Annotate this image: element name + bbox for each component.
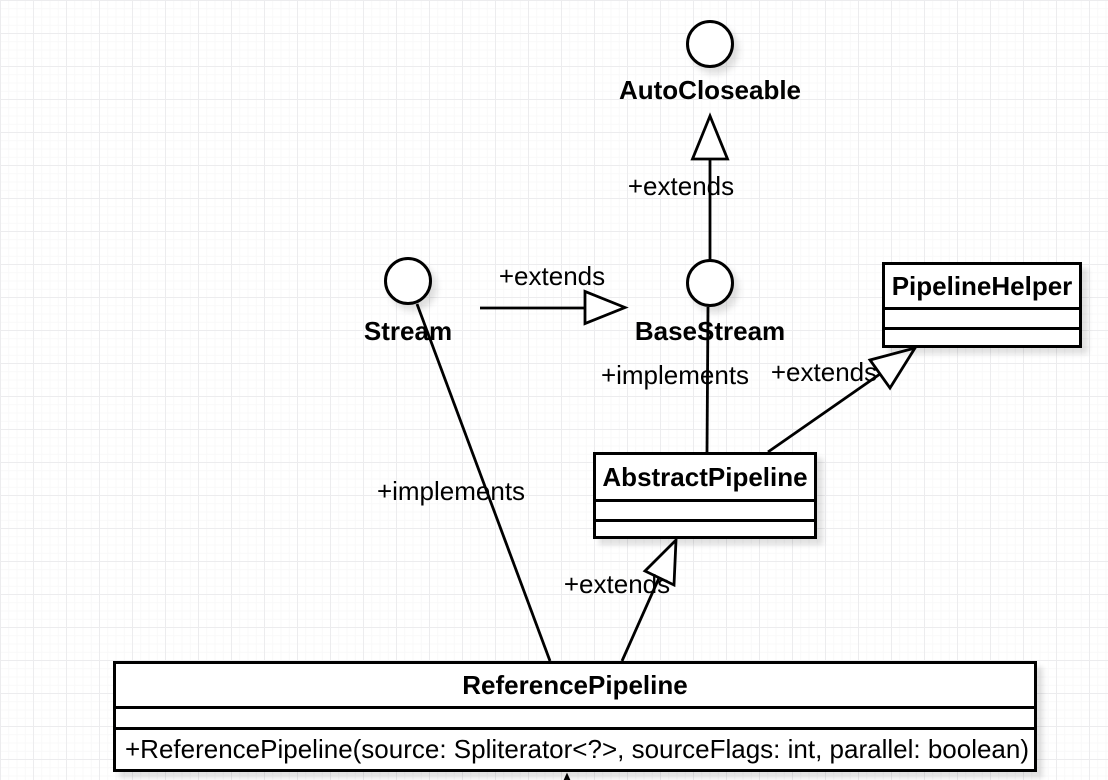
class-methods-abstractpipeline	[596, 522, 814, 536]
interface-node-basestream[interactable]	[686, 259, 734, 307]
class-title-referencepipeline: ReferencePipeline	[116, 664, 1034, 709]
interface-node-autocloseable[interactable]	[686, 20, 734, 68]
edge-label-abstractpipeline-extends[interactable]: +extends	[770, 357, 878, 388]
edge-label-stream-extends[interactable]: +extends	[498, 261, 606, 292]
generalization-arrowhead-basestream[interactable]	[583, 289, 629, 326]
edge-abstractpipeline-pipelinehelper[interactable]	[767, 372, 881, 454]
edge-label-referencepipeline-implements[interactable]: +implements	[376, 476, 526, 507]
generalization-arrowhead-abstractpipeline[interactable]	[642, 536, 678, 588]
class-abstractpipeline[interactable]: AbstractPipeline	[593, 452, 817, 539]
edge-label-referencepipeline-extends[interactable]: +extends	[563, 569, 671, 600]
class-referencepipeline[interactable]: ReferencePipeline +ReferencePipeline(sou…	[113, 661, 1037, 772]
interface-node-stream[interactable]	[384, 257, 432, 305]
class-pipelinehelper[interactable]: PipelineHelper	[882, 262, 1082, 348]
class-methods-pipelinehelper	[885, 330, 1079, 345]
edge-label-basestream-extends[interactable]: +extends	[627, 171, 735, 202]
edge-referencepipeline-abstractpipeline[interactable]	[620, 577, 661, 662]
class-attributes-abstractpipeline	[596, 502, 814, 522]
class-attributes-referencepipeline	[116, 709, 1034, 730]
edge-abstractpipeline-basestream[interactable]	[705, 306, 710, 453]
class-methods-referencepipeline: +ReferencePipeline(source: Spliterator<?…	[125, 734, 1030, 764]
edge-referencepipeline-stream[interactable]	[415, 303, 552, 662]
generalization-arrowhead-autocloseable[interactable]	[690, 112, 730, 161]
generalization-arrowhead-referencepipeline-clipped[interactable]	[550, 772, 584, 780]
class-title-abstractpipeline: AbstractPipeline	[596, 455, 814, 502]
class-attributes-pipelinehelper	[885, 310, 1079, 330]
interface-label-stream: Stream	[363, 316, 453, 347]
interface-label-autocloseable: AutoCloseable	[618, 75, 802, 106]
generalization-arrowhead-pipelinehelper[interactable]	[867, 345, 919, 391]
class-title-pipelinehelper: PipelineHelper	[885, 265, 1079, 310]
edge-label-abstractpipeline-implements[interactable]: +implements	[600, 360, 750, 391]
interface-label-basestream: BaseStream	[634, 316, 786, 347]
